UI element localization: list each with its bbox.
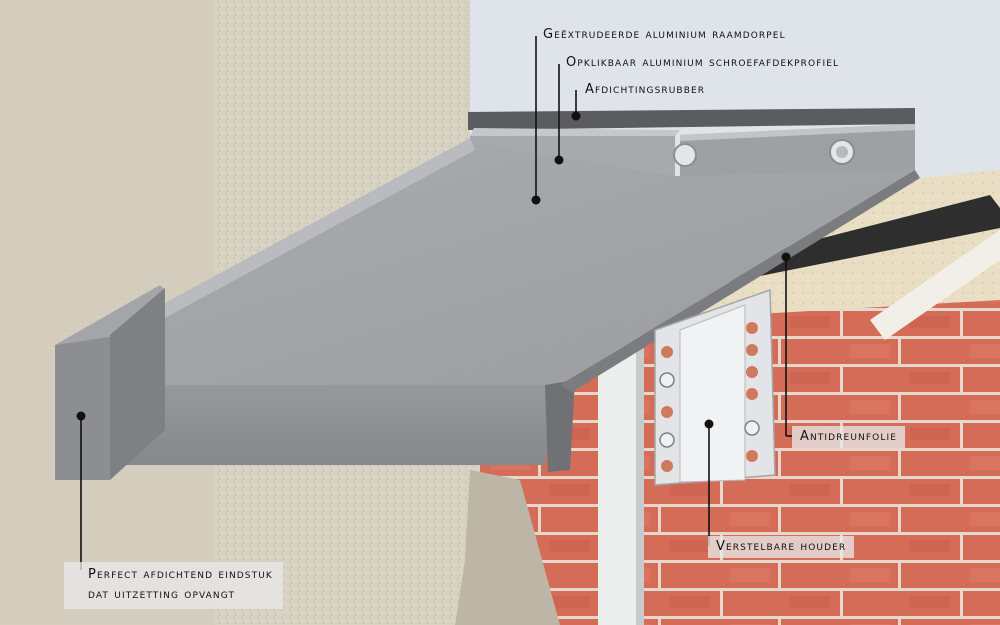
label-cover-profile: Opklikbaar aluminium schroefafdekprofiel [566, 55, 840, 70]
plaster-break [455, 470, 560, 625]
frame-profile [598, 340, 638, 625]
label-adjustable-holder: Verstelbare houder [708, 536, 855, 558]
sill-side-edge [100, 138, 475, 345]
label-extruded-aluminium-sill: Geëxtrudeerde aluminium raamdorpel [543, 27, 786, 42]
sill-top-surface [108, 142, 915, 385]
label-sealing-rubber: Afdichtingsrubber [585, 82, 706, 97]
sealing-rubber-strip [468, 108, 915, 130]
screw-icon [673, 143, 697, 167]
leader-dots [76, 111, 791, 429]
label-anti-drum-foil: Antidreunfolie [792, 426, 905, 448]
sill-front-face [110, 385, 560, 465]
holder-screw-icon [744, 420, 760, 436]
drip-edge [545, 380, 575, 472]
holder-screw-icon [659, 372, 675, 388]
leader-lines [80, 36, 792, 570]
label-end-cap-line2: dat uitzetting opvangt [88, 587, 236, 602]
label-end-cap: Perfect afdichtend eindstuk dat uitzetti… [64, 562, 283, 609]
end-cap [55, 335, 110, 480]
sealing-strip [870, 230, 1000, 340]
label-end-cap-line1: Perfect afdichtend eindstuk [88, 567, 273, 582]
holder-screw-icon [659, 432, 675, 448]
